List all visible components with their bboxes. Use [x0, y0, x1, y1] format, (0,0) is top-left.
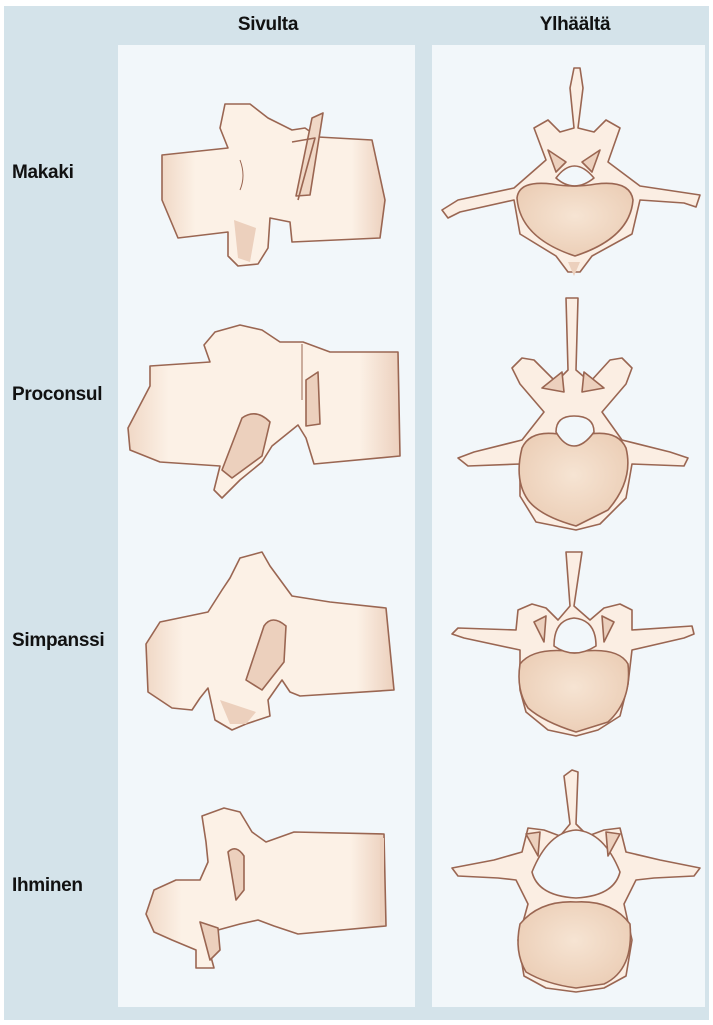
ihminen-top-view: [452, 770, 700, 992]
simpanssi-side-view: [146, 552, 394, 730]
makaki-side-view: [162, 104, 385, 266]
ihminen-side-view: [146, 808, 386, 968]
proconsul-side-view: [128, 325, 400, 498]
makaki-top-view: [442, 68, 700, 276]
simpanssi-top-view: [452, 552, 694, 736]
proconsul-top-view: [458, 298, 688, 530]
